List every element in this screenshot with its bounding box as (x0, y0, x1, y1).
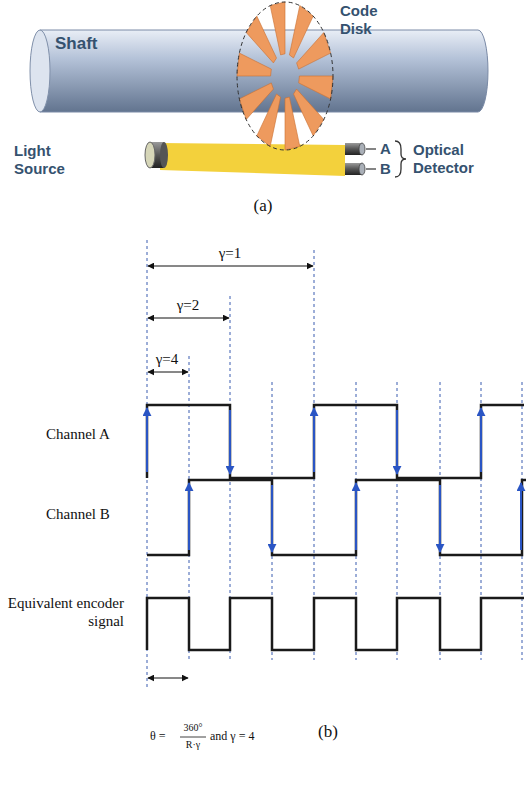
falling-edge-arrow (229, 410, 231, 474)
channel-a-wave (147, 405, 524, 478)
disk-slot (299, 76, 333, 99)
light-source-lens (145, 142, 155, 168)
rising-edge-arrow (313, 408, 315, 472)
disk-slot (237, 53, 271, 76)
formula-text: θ = (150, 729, 166, 743)
signal-name: Equivalent encoder signal (2, 594, 124, 630)
dimension-label: γ=2 (175, 296, 202, 314)
disk-slot (239, 83, 273, 120)
rising-edge-arrow (146, 408, 148, 472)
signal-name: Channel A (46, 425, 110, 443)
disk-slot (270, 2, 285, 55)
edge-arrows (147, 408, 521, 552)
signal-name: Channel B (46, 505, 110, 523)
dimension-arrow (148, 678, 188, 679)
disk-slot (294, 89, 324, 136)
part-label: Light Source (14, 142, 74, 178)
detector-a-face (359, 143, 365, 155)
falling-edge-arrow (439, 485, 441, 552)
signal-name: B (380, 160, 391, 178)
channel-b-wave (147, 480, 526, 555)
equivalent-wave (147, 598, 524, 650)
fraction-bar (180, 737, 206, 738)
disk-slot (246, 16, 276, 63)
part-label: Optical Detector (413, 141, 491, 177)
formula-text: and γ = 4 (210, 729, 254, 743)
light-source-end (160, 142, 168, 168)
falling-edge-arrow (271, 485, 273, 552)
rising-edge-arrow (355, 483, 357, 550)
disk-slot (297, 33, 331, 70)
rising-edge-arrow (188, 483, 190, 550)
detector-brace (395, 141, 406, 177)
formula-text: 360° (184, 722, 203, 734)
signal-name: A (380, 140, 391, 158)
detector-b-face (359, 163, 365, 175)
falling-edge-arrow (396, 410, 398, 474)
light-beam (160, 143, 345, 176)
dimension-arrow (148, 372, 188, 373)
detector-a-lead (366, 148, 376, 149)
dimension-label: γ=1 (217, 244, 244, 262)
subfigure-label: (a) (254, 196, 273, 216)
dimension-arrow (148, 266, 313, 267)
part-label: Shaft (55, 34, 98, 54)
dimension-label: γ=4 (154, 350, 181, 368)
subfigure-label: (b) (318, 722, 338, 742)
shaft-end (30, 30, 50, 112)
formula-text: R·γ (186, 739, 200, 751)
part-label: Code Disk (340, 2, 400, 38)
code-disk-outline (237, 2, 333, 150)
dimension-arrow (148, 318, 229, 319)
detector-b-lead (366, 168, 376, 169)
code-disk-slots (237, 2, 333, 150)
rising-edge-arrow (520, 483, 522, 550)
rising-edge-arrow (480, 408, 482, 472)
disk-slot (285, 97, 300, 150)
timing-guides (147, 240, 522, 690)
